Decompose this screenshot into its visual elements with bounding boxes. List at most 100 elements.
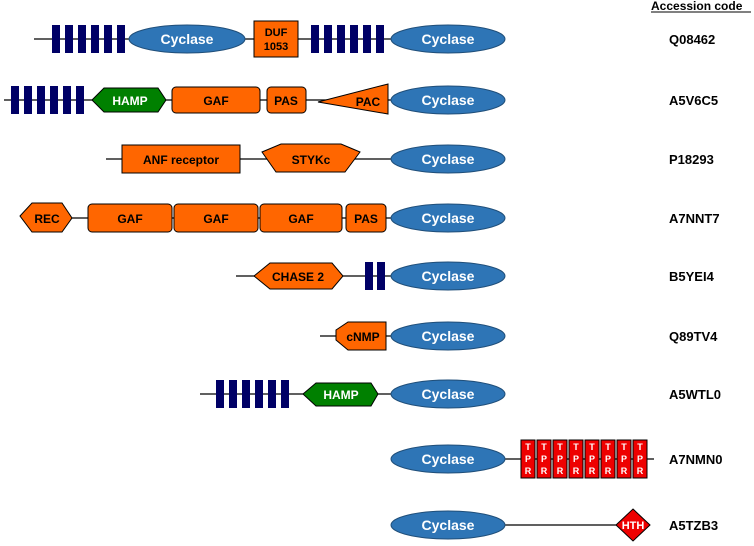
- anf-receptor-label: ANF receptor: [143, 153, 219, 167]
- tpr-letter: R: [541, 466, 548, 476]
- tm-helix: [91, 25, 99, 53]
- hamp-label: HAMP: [323, 388, 358, 402]
- protein-row-a5v6c5: HAMP GAF PAS PAC Cyclase A5V6C5: [4, 83, 718, 115]
- tm-helix: [365, 262, 373, 290]
- protein-row-a7nnt7: REC GAF GAF GAF PAS Cyclase A7NNT7: [19, 202, 720, 233]
- accession-code: B5YEI4: [669, 269, 715, 284]
- accession-header: Accession code: [651, 0, 751, 13]
- tm-helix: [281, 380, 289, 408]
- tm-helix: [104, 25, 112, 53]
- accession-code: P18293: [669, 152, 714, 167]
- accession-code: A7NMN0: [669, 452, 722, 467]
- tpr-repeat-box: [632, 439, 648, 479]
- gaf-domain: [173, 203, 259, 233]
- tpr-letter: T: [637, 442, 643, 452]
- tm-helix: [11, 86, 19, 114]
- cyclase-domain: [390, 85, 506, 115]
- tpr-repeat-box: [536, 439, 552, 479]
- tm-helix: [242, 380, 250, 408]
- tm-helix: [268, 380, 276, 408]
- cyclase-label: Cyclase: [161, 31, 214, 47]
- gaf-label: GAF: [117, 212, 142, 226]
- cyclase-label: Cyclase: [422, 210, 475, 226]
- tpr-letter: R: [573, 466, 580, 476]
- tm-helix: [65, 25, 73, 53]
- tpr-letter: R: [525, 466, 532, 476]
- cyclase-domain: [390, 510, 506, 540]
- tm-helix: [76, 86, 84, 114]
- duf-label: DUF: [265, 27, 288, 39]
- cyclase-label: Cyclase: [422, 268, 475, 284]
- tpr-letter: P: [557, 454, 563, 464]
- protein-row-q89tv4: cNMP Cyclase Q89TV4: [320, 321, 718, 351]
- tpr-letter: R: [589, 466, 596, 476]
- protein-row-p18293: ANF receptor STYKc Cyclase P18293: [106, 143, 714, 174]
- protein-row-q08462: Cyclase DUF 1053 Cyclase Q08462: [34, 20, 715, 58]
- hamp-label: HAMP: [112, 94, 147, 108]
- cyclase-domain: [390, 203, 506, 233]
- tpr-letter: P: [589, 454, 595, 464]
- stykc-domain: [261, 143, 361, 173]
- cyclase-label: Cyclase: [422, 151, 475, 167]
- anf-receptor-domain: [121, 144, 241, 174]
- accession-code: A5WTL0: [669, 387, 721, 402]
- accession-header-label: Accession code: [651, 0, 743, 13]
- hamp-domain: [91, 87, 167, 113]
- gaf-domain: [259, 203, 343, 233]
- transmembrane-helices: [365, 262, 385, 290]
- transmembrane-helices: [52, 25, 125, 53]
- tpr-letter: T: [621, 442, 627, 452]
- accession-code: A7NNT7: [669, 211, 720, 226]
- tm-helix: [324, 25, 332, 53]
- chase2-domain: [253, 262, 344, 290]
- chase2-label: CHASE 2: [272, 270, 324, 284]
- pac-label: PAC: [356, 95, 381, 109]
- tpr-repeat-box: [520, 439, 536, 479]
- tm-helix: [63, 86, 71, 114]
- tpr-letter: P: [637, 454, 643, 464]
- protein-row-b5yei4: CHASE 2 Cyclase B5YEI4: [236, 261, 715, 291]
- transmembrane-helices: [311, 25, 384, 53]
- hth-domain: [615, 508, 651, 542]
- pas-domain: [266, 86, 307, 114]
- protein-row-a5tzb3: Cyclase HTH A5TZB3: [390, 508, 718, 542]
- tm-helix: [350, 25, 358, 53]
- tm-helix: [311, 25, 319, 53]
- tm-helix: [24, 86, 32, 114]
- pas-domain: [345, 203, 387, 233]
- tm-helix: [337, 25, 345, 53]
- stykc-label: STYKc: [292, 153, 331, 167]
- tpr-repeat-box: [600, 439, 616, 479]
- pac-domain: [317, 83, 389, 115]
- tm-helix: [117, 25, 125, 53]
- cyclase-label: Cyclase: [422, 517, 475, 533]
- accession-code: Q89TV4: [669, 329, 718, 344]
- tpr-letter: R: [621, 466, 628, 476]
- cyclase-label: Cyclase: [422, 328, 475, 344]
- duf-number-label: 1053: [264, 41, 288, 53]
- rec-label: REC: [34, 212, 60, 226]
- cyclase-label: Cyclase: [422, 451, 475, 467]
- tpr-letter: R: [605, 466, 612, 476]
- tm-helix: [50, 86, 58, 114]
- gaf-domain: [87, 203, 173, 233]
- transmembrane-helices: [216, 380, 289, 408]
- gaf-label: GAF: [288, 212, 313, 226]
- tpr-letter: T: [605, 442, 611, 452]
- cyclase-label: Cyclase: [422, 92, 475, 108]
- tpr-repeat-box: [584, 439, 600, 479]
- tpr-repeat-box: [552, 439, 568, 479]
- tpr-letter: T: [541, 442, 547, 452]
- tpr-letter: P: [621, 454, 627, 464]
- tpr-letter: P: [573, 454, 579, 464]
- accession-code: Q08462: [669, 32, 715, 47]
- cnmp-domain: [335, 321, 387, 351]
- tpr-letter: T: [525, 442, 531, 452]
- cyclase-domain: [390, 144, 506, 174]
- accession-code: A5V6C5: [669, 93, 718, 108]
- gaf-label: GAF: [203, 212, 228, 226]
- cyclase-domain: [390, 321, 506, 351]
- tm-helix: [216, 380, 224, 408]
